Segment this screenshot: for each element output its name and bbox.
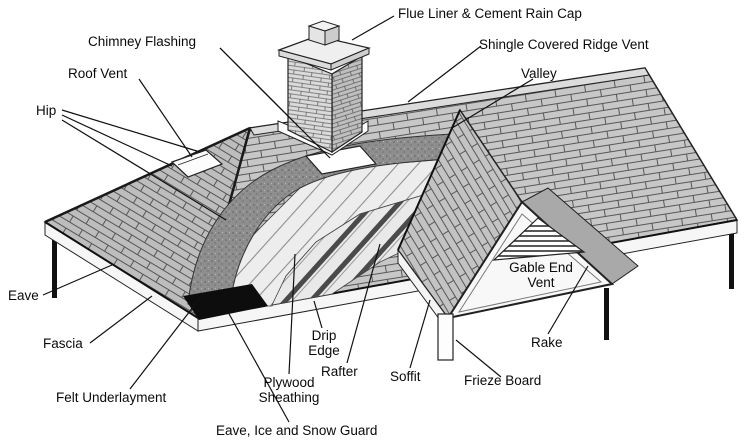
chimney [277,20,371,156]
label-valley: Valley [521,66,557,81]
label-felt-underlayment: Felt Underlayment [56,390,167,405]
leader-eave [42,264,113,296]
leader-chimney-flashing-2 [219,47,331,159]
eave-ice-snow-guard [183,284,268,320]
leader-rake [547,265,589,335]
label-fascia: Fascia [43,336,83,351]
label-ridge-vent: Shingle Covered Ridge Vent [479,37,649,52]
label-gable-end-vent: Gable End Vent [509,260,573,291]
label-soffit: Soffit [390,369,421,384]
label-rafter: Rafter [321,364,358,379]
gable-wing [397,108,639,361]
leader-soffit [409,299,431,369]
leader-hip-1 [61,109,201,153]
flue-liner [307,20,341,46]
label-drip-edge: Drip Edge [308,328,340,359]
leader-drip-edge [313,300,323,329]
chimney-roof-flashing [304,145,378,175]
chimney-cap-edge-right [330,47,370,71]
leader-lines [42,15,589,423]
leader-flue-liner [351,15,395,41]
roof-vent [170,149,224,178]
gable-vent-louvers [494,225,584,257]
label-hip: Hip [36,103,57,118]
leader-roof-vent [138,78,193,158]
label-rake: Rake [531,335,563,350]
label-flue-liner: Flue Liner & Cement Rain Cap [398,6,582,21]
support-post [52,238,57,298]
leader-hip-3 [61,119,227,221]
label-eave-ice-snow-guard: Eave, Ice and Snow Guard [216,423,378,438]
label-plywood-sheathing: Plywood Sheathing [258,375,320,406]
label-eave: Eave [8,288,39,303]
leader-hip-2 [61,114,173,167]
frieze-board [437,313,454,361]
label-chimney-flashing: Chimney Flashing [88,34,197,49]
left-drip-edge [44,221,199,319]
leader-plywood-sheathing [288,253,296,375]
leader-rafter [346,243,381,364]
chimney-front-face [287,55,333,153]
label-roof-vent: Roof Vent [68,66,128,81]
leader-frieze-board [455,339,502,378]
leader-fascia [89,295,153,344]
leader-ridge-vent [407,45,482,103]
leader-felt-underlayment [129,297,201,390]
label-frieze-board: Frieze Board [464,373,542,388]
support-post [729,233,734,289]
leader-eave-ice-snow-guard [227,311,290,423]
leader-valley [451,78,534,129]
valley-line [397,109,461,251]
support-post [604,288,609,340]
